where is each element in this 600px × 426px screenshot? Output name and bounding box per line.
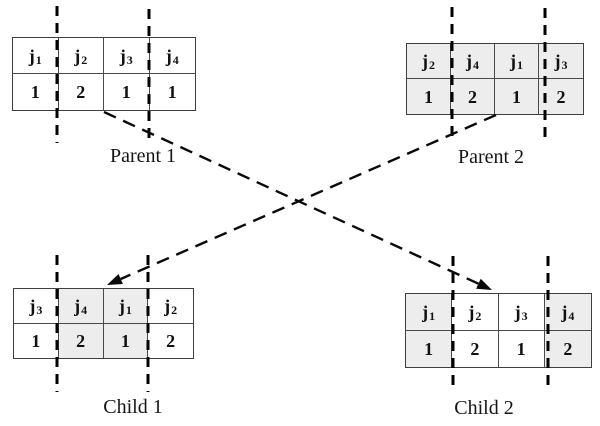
gene-base: j [554, 51, 561, 71]
gene-subscript: 2 [429, 58, 435, 72]
gene-value-cell: 2 [58, 323, 104, 358]
gene-subscript: 4 [473, 58, 479, 72]
gene-base: j [561, 301, 568, 322]
gene-value-cell: 2 [59, 74, 104, 110]
gene-subscript: 2 [475, 308, 482, 323]
parent1-value-row: 1 2 1 1 [13, 74, 195, 110]
gene-base: j [510, 51, 516, 71]
gene-value-cell: 2 [544, 330, 591, 367]
arrow-parent2-to-child1 [120, 113, 497, 281]
arrowhead-parent2-to-child1 [107, 274, 123, 285]
gene-subscript: 3 [521, 308, 528, 323]
gene-base: j [514, 301, 521, 322]
gene-value-cell: 1 [14, 323, 59, 358]
gene-value-cell: 2 [166, 330, 176, 351]
gene-subscript: 1 [125, 302, 132, 317]
arrowhead-parent1-to-child2 [476, 278, 492, 290]
gene-value-cell: 2 [539, 79, 583, 114]
parent2-value-row: 1 2 1 2 [407, 79, 583, 114]
gene-subscript: 3 [36, 302, 43, 317]
child1-label: Child 1 [103, 396, 163, 418]
child2-value-row: 1 2 1 2 [406, 330, 591, 367]
gene-subscript: 2 [81, 52, 88, 67]
gene-value-cell: 1 [167, 82, 177, 102]
gene-subscript: 3 [126, 52, 133, 67]
gene-value-cell: 1 [495, 79, 539, 114]
gene-base: j [466, 51, 472, 71]
child2-label: Child 2 [454, 397, 514, 419]
gene-subscript: 1 [429, 308, 436, 323]
gene-subscript: 2 [171, 302, 178, 317]
parent2-label: Parent 2 [457, 146, 525, 168]
child1-value-row: 1 2 1 2 [14, 323, 193, 358]
gene-subscript: 1 [517, 58, 523, 72]
gene-subscript: 4 [81, 302, 88, 317]
gene-base: j [29, 295, 36, 316]
gene-value-cell: 1 [499, 330, 545, 367]
gene-subscript: 4 [568, 308, 575, 323]
gene-value-cell: 1 [13, 74, 59, 110]
gene-base: j [422, 301, 429, 322]
gene-value-cell: 1 [104, 74, 150, 110]
gene-base: j [74, 45, 81, 66]
gene-value-cell: 1 [103, 323, 149, 358]
gene-base: j [118, 295, 125, 316]
gene-base: j [165, 45, 172, 66]
gene-base: j [74, 295, 81, 316]
gene-base: j [468, 301, 475, 322]
gene-subscript: 1 [35, 52, 42, 67]
parent1-label: Parent 1 [109, 145, 177, 167]
gene-base: j [164, 295, 171, 316]
gene-subscript: 3 [561, 58, 568, 72]
gene-subscript: 4 [172, 52, 179, 67]
gene-value-cell: 2 [452, 330, 499, 367]
gene-value-cell: 1 [406, 330, 453, 367]
gene-value-cell: 2 [451, 79, 495, 114]
gene-base: j [422, 51, 428, 71]
gene-base: j [119, 45, 126, 66]
arrow-parent1-to-child2 [103, 110, 479, 285]
gene-value-cell: 1 [407, 79, 451, 114]
gene-base: j [28, 45, 35, 66]
